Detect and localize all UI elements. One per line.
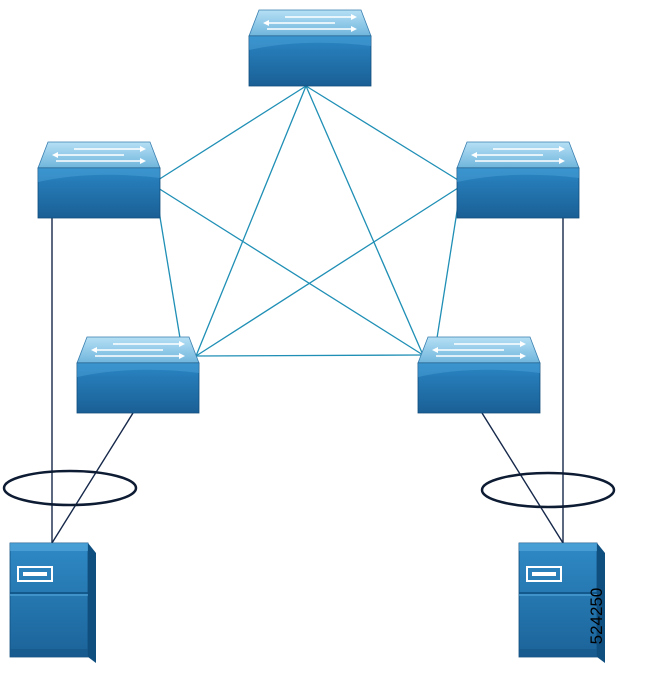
server-right-icon <box>518 542 605 663</box>
mesh-link-switch-top-to-switch-lower-right <box>305 85 424 356</box>
mesh-link-switch-lower-left-to-switch-lower-right <box>195 354 424 357</box>
port-channel-right-ellipse <box>480 471 616 509</box>
mesh-link-switch-upper-right-to-switch-lower-right <box>436 204 459 339</box>
devices-layer <box>9 9 605 663</box>
server-left-icon <box>9 542 96 663</box>
links-layer <box>51 85 564 544</box>
host-link-server-left-to-switch-lower-left <box>51 412 134 544</box>
figure-id-label: 524250 <box>587 587 606 645</box>
port-channels-layer <box>2 469 616 509</box>
mesh-link-switch-top-to-switch-upper-left <box>157 85 307 181</box>
mesh-link-switch-top-to-switch-upper-right <box>305 85 459 181</box>
switch-upper-left-icon <box>37 141 161 219</box>
switch-top-icon <box>248 9 372 87</box>
host-link-server-right-to-switch-lower-right <box>481 412 564 544</box>
switch-upper-right-icon <box>456 141 580 219</box>
switch-lower-right-icon <box>417 336 541 414</box>
switch-lower-left-icon <box>76 336 200 414</box>
mesh-link-switch-upper-left-to-switch-lower-right <box>157 187 424 356</box>
mesh-link-switch-upper-left-to-switch-lower-left <box>157 204 181 339</box>
mesh-link-switch-upper-right-to-switch-lower-left <box>195 187 459 357</box>
port-channel-left-ellipse <box>2 469 138 507</box>
mesh-link-switch-top-to-switch-lower-left <box>195 85 307 357</box>
